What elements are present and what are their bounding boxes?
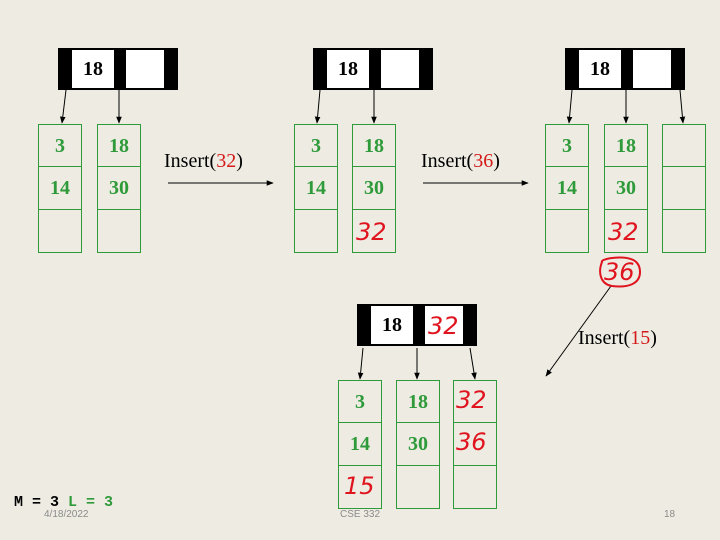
leaf-cell: 14 — [294, 167, 338, 210]
m-param: M = 3 — [14, 494, 60, 511]
leaf-node: 18 30 — [352, 124, 396, 253]
leaf-cell: 14 — [38, 167, 82, 210]
leaf-node: 3 14 — [338, 380, 382, 509]
footer-date: 4/18/2022 — [44, 509, 89, 520]
pointer-arrow — [679, 89, 686, 124]
leaf-cell: 14 — [545, 167, 589, 210]
leaf-cell: 18 — [396, 380, 440, 423]
root-key — [381, 50, 421, 88]
leaf-cell: 3 — [545, 124, 589, 167]
handwritten-key: 36 — [604, 258, 635, 286]
leaf-node: 3 14 — [545, 124, 589, 253]
leaf-cell — [545, 210, 589, 253]
leaf-node: 18 30 — [97, 124, 141, 253]
leaf-cell — [662, 167, 706, 210]
leaf-node: 18 30 — [604, 124, 648, 253]
leaf-cell: 18 — [97, 124, 141, 167]
handwritten-key: 32 — [428, 312, 459, 340]
leaf-cell: 3 — [38, 124, 82, 167]
root-key: 18 — [382, 314, 402, 336]
root-key — [633, 50, 673, 88]
leaf-cell: 30 — [604, 167, 648, 210]
leaf-cell — [396, 466, 440, 509]
footer-page-number: 18 — [664, 509, 676, 520]
leaf-cell — [38, 210, 82, 253]
leaf-cell — [662, 210, 706, 253]
pointer-arrow — [59, 89, 67, 124]
leaf-cell: 3 — [338, 380, 382, 423]
transition-arrow — [545, 285, 612, 377]
operation-label: Insert(32) — [164, 150, 243, 172]
ink-circle — [599, 256, 642, 288]
leaf-cell: 18 — [352, 124, 396, 167]
leaf-cell — [453, 380, 497, 423]
leaf-node — [662, 124, 706, 253]
root-node-stage1: 18 — [58, 48, 178, 90]
leaf-node: 18 30 — [396, 380, 440, 509]
handwritten-key: 32 — [356, 218, 387, 246]
root-node-stage2: 18 — [313, 48, 433, 90]
pointer-arrow — [469, 347, 477, 380]
parameters-label: M = 3 L = 3 — [14, 494, 113, 511]
pointer-arrow — [566, 89, 573, 124]
leaf-node: 3 14 — [38, 124, 82, 253]
leaf-cell: 18 — [604, 124, 648, 167]
root-key: 18 — [590, 58, 610, 80]
leaf-cell — [338, 466, 382, 509]
handwritten-key: 36 — [456, 428, 487, 456]
leaf-cell — [352, 210, 396, 253]
root-key: 18 — [338, 58, 358, 80]
handwritten-key: 15 — [344, 472, 375, 500]
leaf-node: 3 14 — [294, 124, 338, 253]
l-param: L = 3 — [68, 494, 114, 511]
handwritten-key: 32 — [456, 386, 487, 414]
footer-course: CSE 332 — [340, 509, 381, 520]
root-node-stage4: 18 — [357, 304, 477, 346]
leaf-cell — [662, 124, 706, 167]
leaf-cell — [294, 210, 338, 253]
operation-label: Insert(36) — [421, 150, 500, 172]
leaf-cell: 30 — [396, 423, 440, 466]
leaf-cell: 30 — [97, 167, 141, 210]
leaf-node — [453, 380, 497, 509]
root-key — [126, 50, 166, 88]
leaf-cell — [453, 423, 497, 466]
leaf-cell — [604, 210, 648, 253]
pointer-arrow — [357, 347, 364, 380]
leaf-cell — [453, 466, 497, 509]
operation-label: Insert(15) — [578, 327, 657, 349]
leaf-cell: 14 — [338, 423, 382, 466]
root-key: 18 — [83, 58, 103, 80]
pointer-arrow — [314, 89, 321, 124]
root-node-stage3: 18 — [565, 48, 685, 90]
leaf-cell: 3 — [294, 124, 338, 167]
leaf-cell — [97, 210, 141, 253]
leaf-cell: 30 — [352, 167, 396, 210]
handwritten-key: 32 — [608, 218, 639, 246]
